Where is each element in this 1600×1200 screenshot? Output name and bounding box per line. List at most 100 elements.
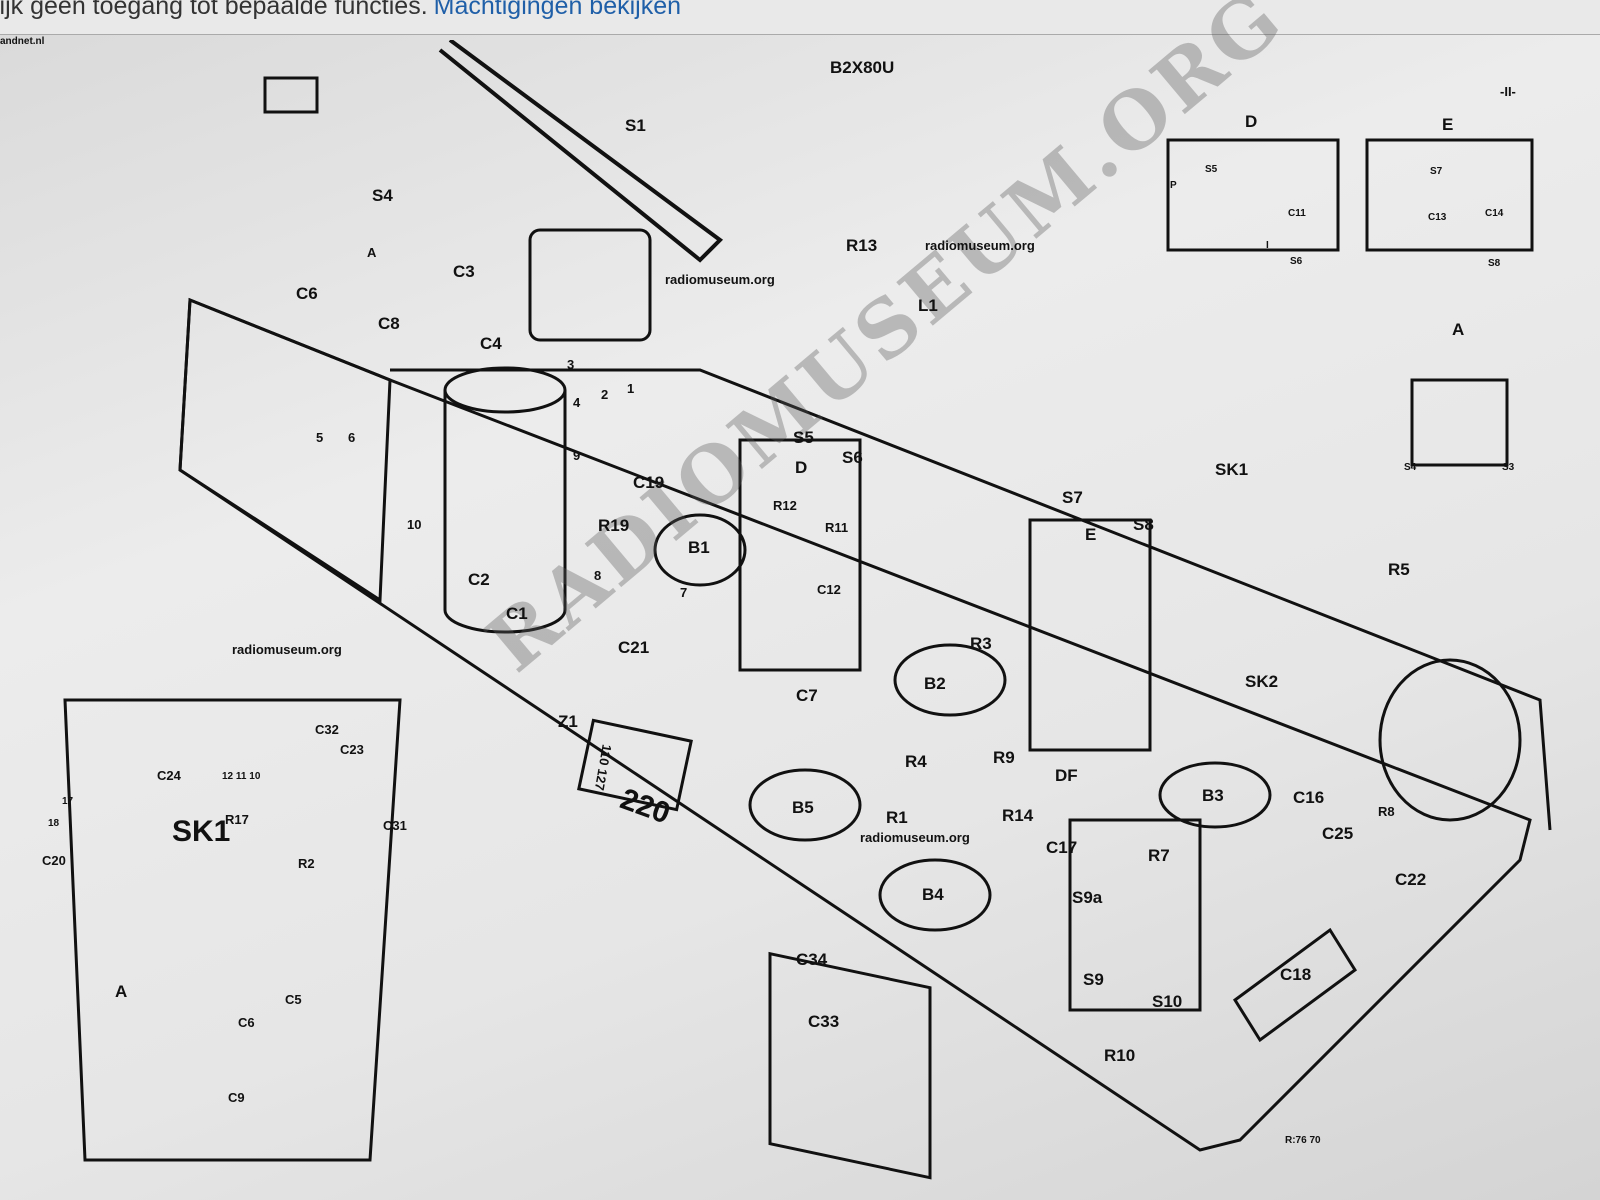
component-label: Z1	[558, 712, 578, 731]
model-number: B2X80U	[830, 58, 895, 77]
tube-socket-b3	[1158, 761, 1272, 829]
component-label: B1	[688, 538, 710, 557]
marker: 10	[407, 517, 422, 532]
inset-sk1-label: C6	[238, 1015, 255, 1030]
marker: 4	[573, 395, 581, 410]
component-label: S9	[1083, 970, 1104, 989]
component-label: C8	[378, 314, 400, 333]
component-label: E	[1085, 525, 1097, 544]
component-label: C3	[453, 262, 475, 281]
inset-a-label: S3	[1502, 462, 1515, 473]
component-label: SK1	[1215, 460, 1249, 479]
component-label: R11	[825, 520, 849, 535]
inset-e-title: E	[1442, 115, 1454, 134]
output-transformer	[1068, 818, 1202, 1012]
component-label: R7	[1148, 846, 1170, 865]
component-label: S10	[1152, 992, 1183, 1011]
tube-socket-b4	[878, 858, 992, 932]
voltage-selector	[577, 718, 693, 812]
inset-a-title: A	[1452, 320, 1465, 339]
component-label: R1	[886, 808, 908, 827]
capacitor-c1	[443, 366, 567, 414]
component-label: C19	[633, 473, 665, 492]
component-label: C25	[1322, 824, 1354, 843]
component-label: S9a	[1072, 888, 1103, 907]
inset-sk1-label: C23	[340, 742, 364, 757]
marker: 1	[627, 381, 635, 396]
component-label: B3	[1202, 786, 1224, 805]
inset-sk1-frame	[63, 698, 402, 1162]
source-tag: radiomuseum.org	[665, 272, 775, 287]
component-label: R9	[993, 748, 1015, 767]
tuning-shaft	[438, 40, 724, 263]
inset-sk1-label: R2	[298, 856, 315, 871]
component-label: R4	[905, 752, 927, 771]
source-tag: radiomuseum.org	[925, 238, 1035, 253]
marker: 9	[573, 448, 581, 463]
if-can-d	[738, 438, 862, 672]
component-label: R13	[846, 236, 878, 255]
component-label: S8	[1133, 515, 1154, 534]
inset-d-label: S6	[1290, 256, 1303, 267]
component-label: C21	[618, 638, 650, 657]
component-label: C7	[796, 686, 818, 705]
chassis-drawing	[63, 40, 1552, 1180]
chassis-front	[178, 297, 392, 603]
inset-e-label: C14	[1485, 208, 1504, 219]
inset-a-box	[1410, 378, 1509, 467]
inset-sk1-label: SK1	[172, 815, 231, 848]
inset-d-label: P	[1170, 180, 1177, 191]
bracket-c34	[768, 951, 932, 1180]
component-label: C16	[1293, 788, 1325, 807]
inset-sk1-label: C32	[315, 722, 339, 737]
if-can-e	[1028, 518, 1152, 752]
component-label: A	[367, 245, 377, 260]
component-label: C12	[817, 582, 841, 597]
inset-d-label: I	[1266, 240, 1269, 251]
marker: 8	[594, 568, 602, 583]
marker: 3	[567, 357, 575, 372]
inset-sk1-label: 12 11 10	[222, 771, 261, 782]
source-tag: radiomuseum.org	[860, 830, 970, 845]
speaker	[1378, 658, 1522, 822]
chassis-back-rail	[390, 368, 1552, 831]
component-label: S1	[625, 116, 646, 135]
source-tag: radiomuseum.org	[232, 642, 342, 657]
marker: 7	[680, 585, 688, 600]
inset-e-label: C13	[1428, 212, 1447, 223]
capacitor-c18	[1232, 927, 1358, 1043]
component-label: D	[795, 458, 808, 477]
inset-sk1-label: C24	[157, 768, 181, 783]
inset-sk1-label: 18	[48, 818, 60, 829]
inset-e-box	[1365, 138, 1534, 252]
inset-sk1-label: A	[115, 982, 128, 1001]
label-box	[263, 76, 319, 114]
component-label: C1	[506, 604, 528, 623]
reference-number: R:76 70	[1285, 1135, 1321, 1146]
component-label: C33	[808, 1012, 840, 1031]
component-label: S5	[793, 428, 814, 447]
inset-e-label: S8	[1488, 258, 1501, 269]
tube-socket-b1	[653, 513, 747, 587]
component-label: B2	[924, 674, 946, 693]
component-label: C17	[1046, 838, 1078, 857]
chassis-outline	[178, 297, 1532, 1152]
inset-d-box	[1166, 138, 1340, 252]
banner-text: lijk geen toegang tot bepaalde functies.…	[0, 0, 681, 21]
dial-frame	[528, 228, 652, 342]
component-label: SK2	[1245, 672, 1279, 691]
component-label: C34	[796, 950, 828, 969]
component-label: R14	[1002, 806, 1034, 825]
view-permissions-link[interactable]: Machtigingen bekijken	[433, 0, 682, 20]
component-label: R5	[1388, 560, 1410, 579]
tube-socket-b2	[893, 643, 1007, 717]
component-label: R12	[773, 498, 797, 513]
sheet-number: -II-	[1500, 84, 1516, 99]
component-label: S4	[372, 186, 393, 205]
inset-sk1-label: 17	[62, 796, 74, 807]
component-label: C2	[468, 570, 490, 589]
component-label: C6	[296, 284, 318, 303]
inset-sk1-label: C9	[228, 1090, 245, 1105]
inset-d-label: S5	[1205, 164, 1218, 175]
component-label: S7	[1062, 488, 1083, 507]
